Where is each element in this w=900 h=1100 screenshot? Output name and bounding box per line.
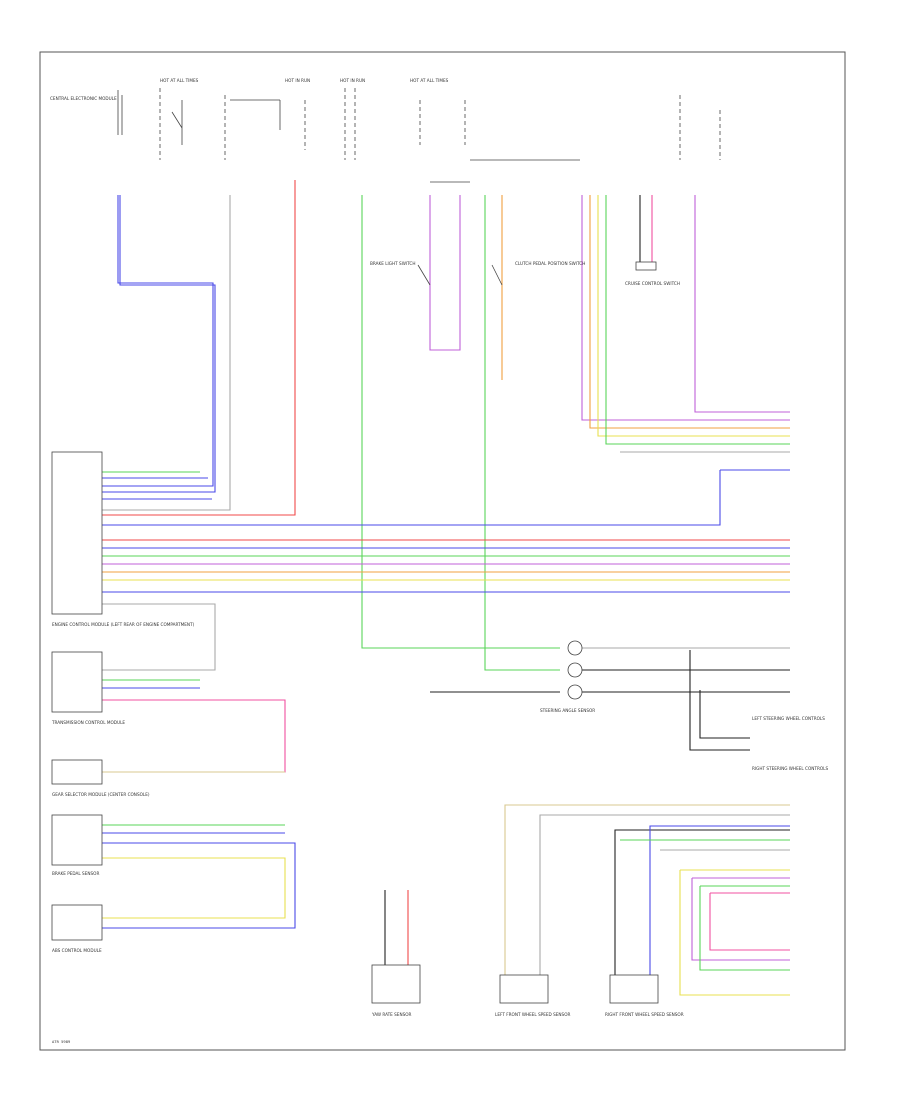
left-steering-controls: LEFT STEERING WHEEL CONTROLS (752, 716, 825, 721)
abs-module-box: ABS CONTROL MODULE (51, 904, 103, 953)
brake-light-switch: BRAKE LIGHT SWITCH (370, 261, 431, 286)
wire-blue-1 (102, 195, 216, 493)
right-front-wheel-sensor: RIGHT FRONT WHEEL SPEED SENSOR (605, 974, 684, 1017)
wire-gray-3 (102, 603, 216, 671)
svg-text:STEERING ANGLE SENSOR: STEERING ANGLE SENSOR (540, 708, 595, 713)
cruise-control-switch: CRUISE CONTROL SWITCH (625, 261, 680, 286)
wire-blue-10 (649, 825, 790, 975)
engine-control-module: ENGINE CONTROL MODULE (LEFT REAR OF ENGI… (51, 451, 195, 627)
fuse-box-4-label: HOT AT ALL TIMES (410, 78, 449, 83)
wires (102, 180, 790, 996)
wire-orange-2 (589, 195, 790, 429)
wire-black-8 (614, 829, 790, 975)
clutch-pedal-switch: CLUTCH PEDAL POSITION SWITCH (491, 261, 585, 286)
svg-text:ABS CONTROL MODULE: ABS CONTROL MODULE (52, 948, 102, 953)
wire-blue-2 (102, 469, 790, 526)
top-supply-section: CENTRAL ELECTRONIC MODULE HOT AT ALL TIM… (50, 78, 721, 183)
wire-green-3 (605, 195, 790, 445)
wire-yellow-3 (102, 857, 286, 919)
svg-text:CLUTCH PEDAL POSITION SWITCH: CLUTCH PEDAL POSITION SWITCH (515, 261, 585, 266)
wire-violet-1 (429, 195, 461, 351)
wire-blue-9 (102, 842, 296, 929)
wire-green-1 (361, 195, 560, 649)
wire-green-9 (699, 885, 790, 971)
yaw-rate-sensor: YAW RATE SENSOR (371, 964, 421, 1017)
svg-text:BRAKE PEDAL SENSOR: BRAKE PEDAL SENSOR (52, 871, 99, 876)
wire-yellow-1 (597, 195, 790, 437)
svg-text:CRUISE CONTROL SWITCH: CRUISE CONTROL SWITCH (625, 281, 680, 286)
svg-text:LEFT FRONT WHEEL SPEED SENSOR: LEFT FRONT WHEEL SPEED SENSOR (495, 1012, 571, 1017)
wire-green-2 (484, 195, 560, 671)
wire-tan-2 (504, 804, 790, 975)
svg-text:LEFT STEERING WHEEL CONTROLS: LEFT STEERING WHEEL CONTROLS (752, 716, 825, 721)
wire-black-4 (689, 650, 750, 751)
fuse-box-1-label: HOT AT ALL TIMES (160, 78, 199, 83)
svg-text:RIGHT STEERING WHEEL CONTROLS: RIGHT STEERING WHEEL CONTROLS (752, 766, 828, 771)
wire-pink-3 (709, 892, 790, 951)
right-steering-controls: RIGHT STEERING WHEEL CONTROLS (752, 766, 828, 771)
wire-gray-1 (102, 195, 231, 511)
svg-text:YAW RATE SENSOR: YAW RATE SENSOR (371, 1012, 412, 1017)
diagram-code: ATR 5989 (52, 1039, 71, 1044)
fuse-box-3-label: HOT IN RUN (340, 78, 365, 83)
transmission-control-module: TRANSMISSION CONTROL MODULE (51, 651, 125, 725)
wire-red-1 (102, 180, 296, 516)
brake-pedal-sensor-box: BRAKE PEDAL SENSOR (51, 814, 103, 876)
svg-text:BRAKE LIGHT SWITCH: BRAKE LIGHT SWITCH (370, 261, 415, 266)
left-front-wheel-sensor: LEFT FRONT WHEEL SPEED SENSOR (495, 974, 571, 1017)
svg-text:GEAR SELECTOR MODULE (CENTER C: GEAR SELECTOR MODULE (CENTER CONSOLE) (52, 792, 150, 797)
svg-text:RIGHT FRONT WHEEL SPEED SENSOR: RIGHT FRONT WHEEL SPEED SENSOR (605, 1012, 684, 1017)
wire-violet-5 (691, 877, 790, 961)
wire-pink-2 (102, 699, 286, 773)
wire-yellow-4 (679, 869, 790, 996)
wire-black-5 (699, 690, 750, 739)
wire-gray-5 (539, 814, 790, 975)
fuse-box-2-label: HOT IN RUN (285, 78, 310, 83)
wire-violet-3 (694, 195, 790, 413)
gear-selector-module: GEAR SELECTOR MODULE (CENTER CONSOLE) (51, 759, 150, 797)
cem-label: CENTRAL ELECTRONIC MODULE (50, 96, 117, 101)
svg-text:TRANSMISSION CONTROL MODULE: TRANSMISSION CONTROL MODULE (51, 720, 125, 725)
diagram-frame (39, 51, 846, 1051)
wire-violet-2 (581, 195, 790, 421)
svg-text:ENGINE CONTROL MODULE (LEFT RE: ENGINE CONTROL MODULE (LEFT REAR OF ENGI… (52, 622, 195, 627)
steering-angle-sensor: STEERING ANGLE SENSOR (540, 640, 595, 713)
wire-blue-1-b (102, 195, 214, 487)
